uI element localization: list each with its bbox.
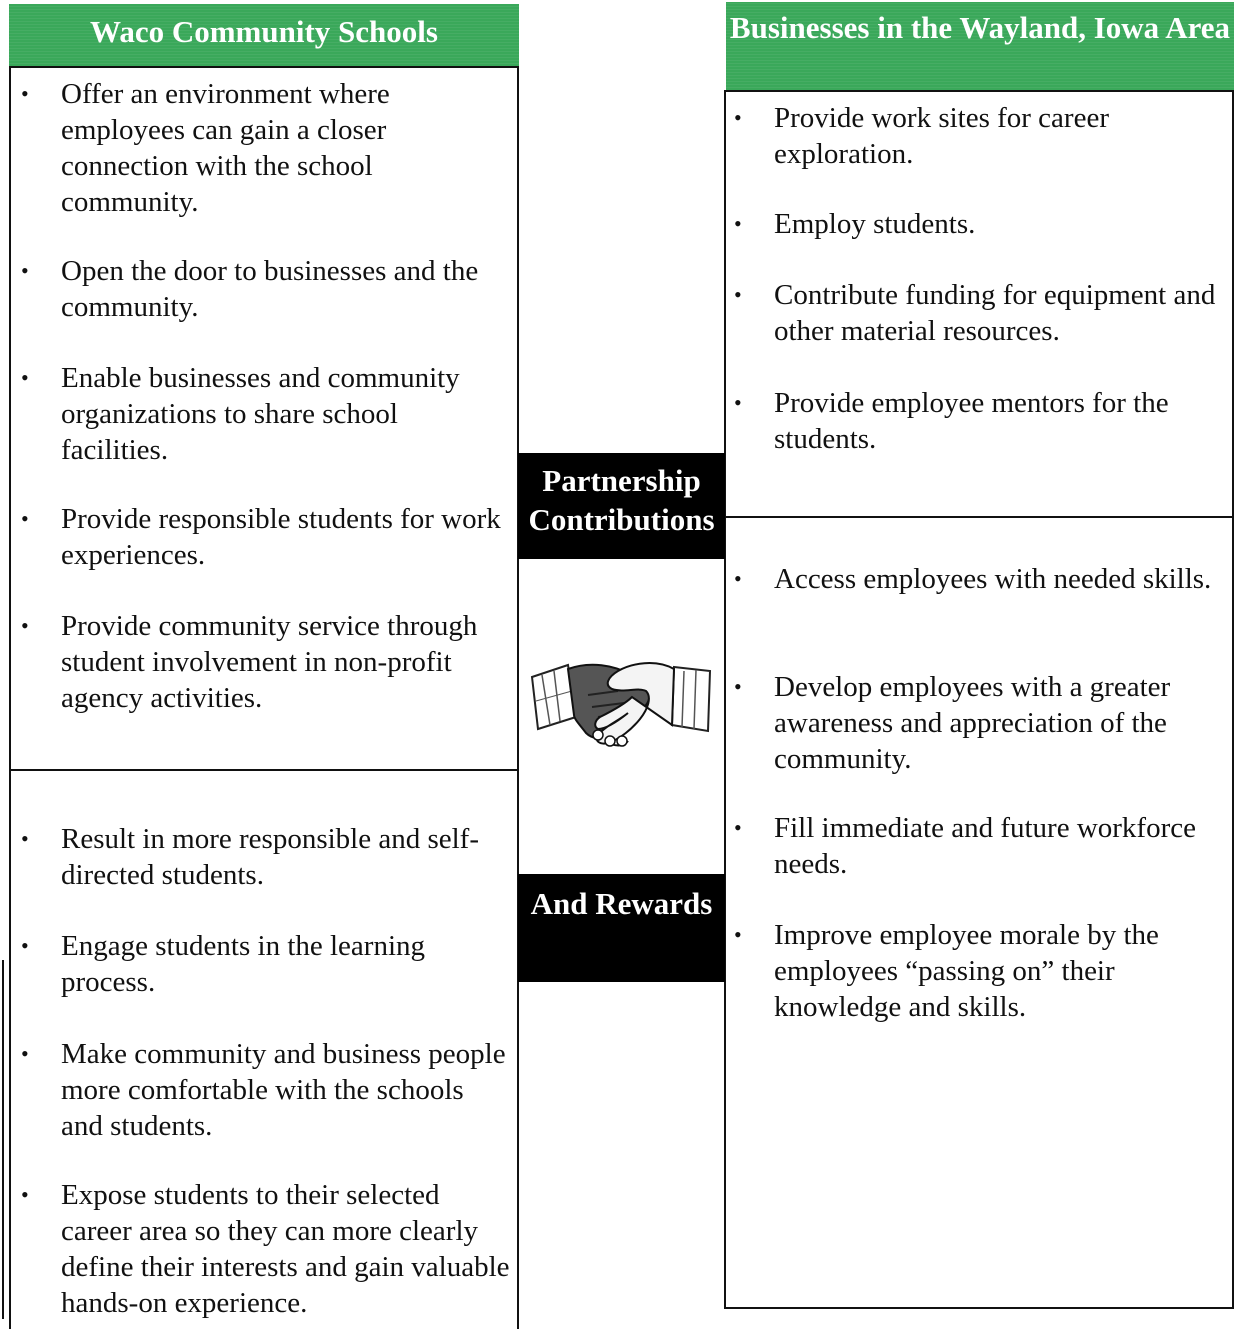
- list-item-text: Open the door to businesses and the comm…: [61, 255, 479, 323]
- businesses-header: Businesses in the Wayland, Iowa Area: [726, 2, 1234, 91]
- schools-contributions-box: •Offer an environment where employees ca…: [9, 66, 519, 771]
- list-item: •Provide community service through stude…: [21, 610, 478, 714]
- list-item: •Employ students.: [734, 208, 976, 240]
- list-item-text: Engage students in the learning process.: [61, 930, 426, 998]
- list-item: •Offer an environment where employees ca…: [21, 78, 390, 218]
- list-item: •Provide responsible students for work e…: [21, 503, 501, 571]
- list-item: •Access employees with needed skills.: [734, 563, 1212, 595]
- list-item: •Expose students to their selected caree…: [21, 1179, 510, 1319]
- list-item-text: Expose students to their selected career…: [61, 1179, 510, 1319]
- list-item: •Develop employees with a greater awaren…: [734, 671, 1171, 775]
- list-item-text: Enable businesses and community organiza…: [61, 362, 460, 466]
- list-item: •Provide work sites for career explorati…: [734, 102, 1109, 170]
- schools-header: Waco Community Schools: [9, 4, 519, 67]
- list-item-text: Provide responsible students for work ex…: [61, 503, 501, 571]
- list-item-text: Provide community service through studen…: [61, 610, 478, 714]
- businesses-contributions-box: •Provide work sites for career explorati…: [724, 90, 1234, 518]
- list-item-text: Result in more responsible and self-dire…: [61, 823, 479, 891]
- left-edge-rule: [2, 960, 4, 1319]
- list-item-text: Provide employee mentors for the student…: [774, 387, 1169, 455]
- center-divider-left: [517, 559, 519, 874]
- list-item: •Make community and business people more…: [21, 1038, 506, 1142]
- list-item-text: Improve employee morale by the employees…: [774, 919, 1159, 1023]
- list-item-text: Contribute funding for equipment and oth…: [774, 279, 1216, 347]
- list-item-text: Offer an environment where employees can…: [61, 78, 390, 218]
- businesses-rewards-box: •Access employees with needed skills. •D…: [724, 516, 1234, 1309]
- list-item: •Enable businesses and community organiz…: [21, 362, 460, 466]
- handshake-icon: [530, 662, 712, 747]
- list-item-text: Provide work sites for career exploratio…: [774, 102, 1109, 170]
- list-item: •Improve employee morale by the employee…: [734, 919, 1159, 1023]
- schools-rewards-box: •Result in more responsible and self-dir…: [9, 769, 519, 1329]
- list-item: •Fill immediate and future workforce nee…: [734, 812, 1196, 880]
- and-rewards-label: And Rewards: [518, 874, 725, 982]
- list-item-text: Develop employees with a greater awarene…: [774, 671, 1171, 775]
- list-item-text: Fill immediate and future workforce need…: [774, 812, 1196, 880]
- list-item: •Contribute funding for equipment and ot…: [734, 279, 1216, 347]
- partnership-contributions-label: Partnership Contributions: [518, 453, 725, 559]
- list-item-text: Access employees with needed skills.: [774, 563, 1212, 595]
- list-item: •Open the door to businesses and the com…: [21, 255, 479, 323]
- list-item-text: Employ students.: [774, 208, 976, 240]
- list-item-text: Make community and business people more …: [61, 1038, 506, 1142]
- center-divider-right: [724, 559, 726, 874]
- list-item: •Engage students in the learning process…: [21, 930, 426, 998]
- list-item: •Provide employee mentors for the studen…: [734, 387, 1169, 455]
- list-item: •Result in more responsible and self-dir…: [21, 823, 479, 891]
